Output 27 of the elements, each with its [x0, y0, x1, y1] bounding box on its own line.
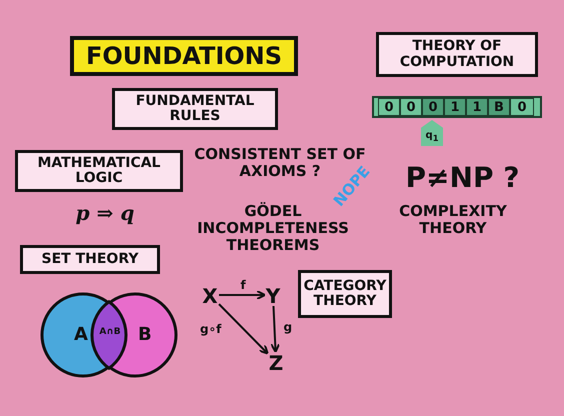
arrow [219, 290, 266, 300]
set-label: A [74, 324, 88, 345]
formula-text: P≠NP ? [405, 162, 520, 194]
section-box: SET THEORY [20, 245, 160, 274]
section-box: CATEGORY THEORY [298, 270, 392, 318]
tape-cell: 0 [510, 98, 534, 116]
object-label: Y [265, 285, 281, 305]
tape-cell: B [488, 98, 510, 116]
section-box: FUNDAMENTAL RULES [112, 88, 278, 130]
tape-cell: 0 [400, 98, 422, 116]
tape-cell: 0 [378, 98, 400, 116]
edge-label: g∘f [199, 322, 222, 336]
set-label: B [138, 324, 152, 345]
set-label: A∩B [98, 327, 122, 338]
tape-head: q$_{1}$ [421, 120, 443, 146]
tape-cell: 1 [466, 98, 488, 116]
arrow [218, 303, 269, 355]
formula-text: p ⇒ q [74, 202, 136, 224]
object-label: X [202, 285, 218, 305]
tape-cell: 0 [422, 98, 444, 116]
section-box: MATHEMATICAL LOGIC [15, 150, 183, 192]
tape-cell: 1 [444, 98, 466, 116]
arrow [270, 306, 280, 353]
title-box: FOUNDATIONS [70, 36, 298, 76]
object-label: Z [268, 352, 284, 372]
topic-text: COMPLEXITY THEORY [398, 203, 508, 237]
section-box: THEORY OF COMPUTATION [376, 32, 538, 77]
